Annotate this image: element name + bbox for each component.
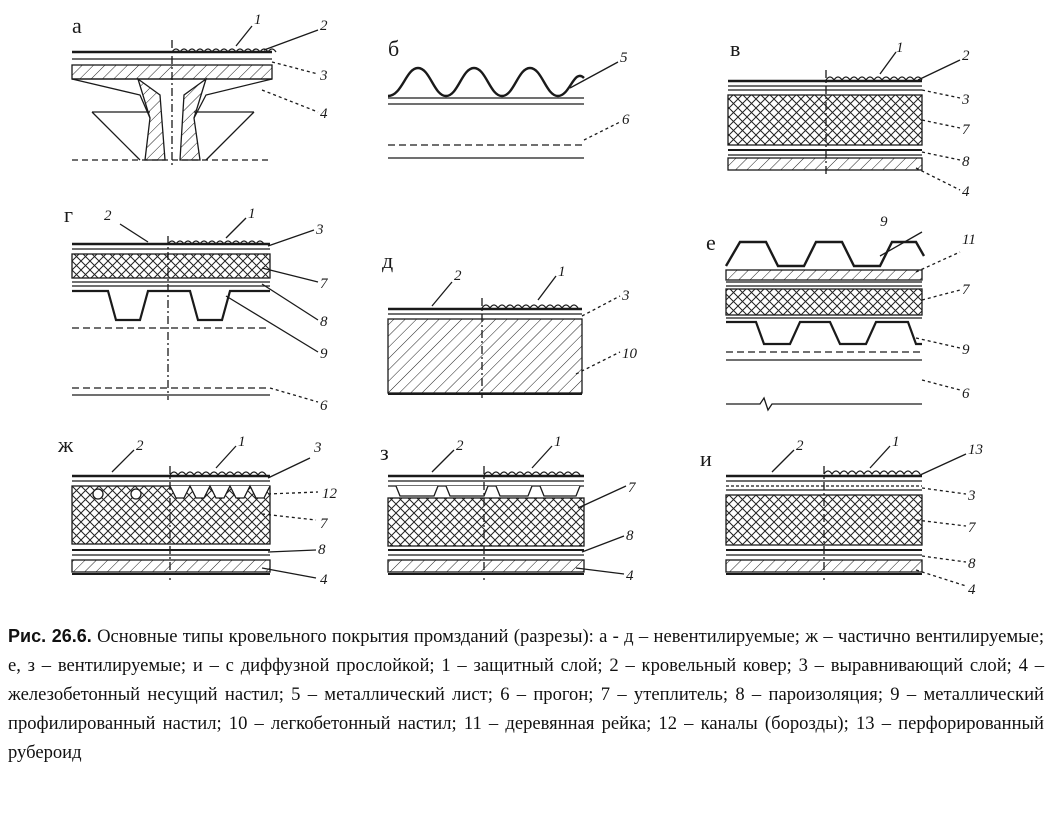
callout-e-11: 11 [962,232,976,248]
callout-z-8: 8 [626,528,634,544]
callout-zh-3: 3 [313,440,322,456]
panel-a-section: а 1 2 3 4 [71,12,328,165]
roof-sections-figure: а 1 2 3 4 б [57,12,983,598]
panel-zh-letter: ж [57,432,74,457]
callout-d-3: 3 [621,288,630,304]
callout-g-9: 9 [320,346,328,362]
panel-d-letter: д [382,248,393,273]
callout-i-4: 4 [968,582,976,598]
panel-z-letter: з [380,440,389,465]
callout-g-3: 3 [315,222,324,238]
callout-v-7: 7 [962,122,971,138]
callout-d-1: 1 [558,264,566,280]
callout-e-9-top: 9 [880,214,888,230]
callout-g-2: 2 [104,208,112,224]
callout-v-8: 8 [962,154,970,170]
callout-a-1: 1 [254,12,262,28]
panel-zh-section: ж 2 1 3 12 7 8 4 [57,432,338,588]
callout-a-2: 2 [320,18,328,34]
panel-b-letter: б [388,36,399,61]
panel-b-section: б 5 6 [387,36,630,159]
panel-e-section: е 9 11 7 9 6 [706,214,976,412]
callout-z-4: 4 [626,568,634,584]
caption-label: Рис. 26.6. [8,626,92,646]
callout-i-3: 3 [967,488,976,504]
callout-a-4: 4 [320,106,328,122]
callout-i-8: 8 [968,556,976,572]
figure-caption: Рис. 26.6. Основные типы кровельного пок… [8,622,1044,767]
callout-v-1: 1 [896,40,904,56]
callout-g-6: 6 [320,398,328,414]
panel-v-letter: в [730,36,740,61]
callout-v-3: 3 [961,92,970,108]
callout-g-8: 8 [320,314,328,330]
callout-b-6: 6 [622,112,630,128]
callout-e-9-bottom: 9 [962,342,970,358]
panel-i-letter: и [700,446,712,471]
callout-g-7: 7 [320,276,329,292]
callout-i-13: 13 [968,442,983,458]
callout-zh-4: 4 [320,572,328,588]
callout-zh-2: 2 [136,438,144,454]
callout-z-7: 7 [628,480,637,496]
callout-a-3: 3 [319,68,328,84]
panel-z-section: з 2 1 7 8 4 [380,434,637,584]
callout-z-2: 2 [456,438,464,454]
callout-z-1: 1 [554,434,562,450]
callout-b-5: 5 [620,50,628,66]
callout-zh-1: 1 [238,434,246,450]
callout-d-10: 10 [622,346,638,362]
callout-zh-12: 12 [322,486,338,502]
callout-zh-8: 8 [318,542,326,558]
callout-i-2: 2 [796,438,804,454]
panel-v-section: в 1 2 3 7 8 4 [727,36,971,200]
callout-e-7: 7 [962,282,971,298]
panel-a-letter: а [72,13,82,38]
callout-v-4: 4 [962,184,970,200]
panel-i-section: и 2 1 13 3 7 8 4 [700,434,983,598]
panel-e-letter: е [706,230,716,255]
caption-text: Основные типы кровельного покрытия промз… [8,626,1045,763]
callout-i-1: 1 [892,434,900,450]
callout-g-1: 1 [248,206,256,222]
callout-e-6: 6 [962,386,970,402]
panel-d-section: д 2 1 3 10 [382,248,638,398]
callout-i-7: 7 [968,520,977,536]
callout-zh-7: 7 [320,516,329,532]
panel-g-letter: г [64,202,73,227]
callout-d-2: 2 [454,268,462,284]
callout-v-2: 2 [962,48,970,64]
panel-g-section: г 2 1 3 7 8 9 6 [64,202,329,414]
